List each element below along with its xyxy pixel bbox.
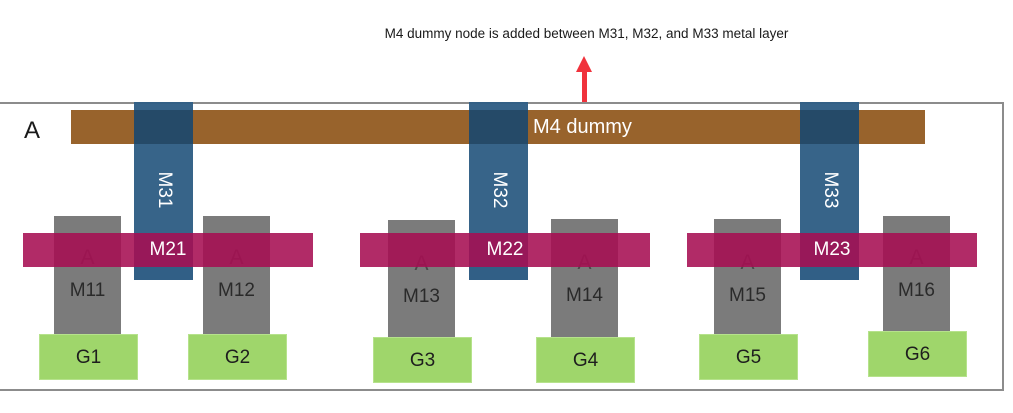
m1-label: M13 [403, 286, 440, 307]
gate-block: G3 [373, 337, 472, 383]
m1-label: M14 [566, 285, 603, 306]
annotation-text: M4 dummy node is added between M31, M32,… [384, 26, 789, 41]
m1-label: M15 [729, 285, 766, 306]
gate-block: G2 [188, 334, 287, 380]
m3-bar-end [134, 267, 193, 280]
gate-label: G1 [75, 347, 102, 368]
gate-label: G4 [572, 350, 599, 371]
m1-label: M12 [218, 280, 255, 301]
m3-bar-end [469, 267, 528, 280]
gate-label: G5 [735, 347, 762, 368]
gate-block: G4 [536, 337, 635, 383]
m1-label: M16 [898, 280, 935, 301]
arrow-up-icon [576, 56, 592, 72]
m3-m4-overlap [134, 110, 193, 144]
m2-bar: M21 [23, 233, 313, 267]
m2-bar: M22 [360, 233, 650, 267]
m2-label: M23 [813, 239, 851, 260]
gate-label: G6 [904, 344, 931, 365]
m3-label: M32 [488, 171, 510, 209]
gate-block: G6 [868, 331, 967, 377]
container-label: A [24, 117, 41, 144]
gate-block: G1 [39, 334, 138, 380]
m1-label: M11 [69, 280, 106, 301]
m3-bar-end [800, 267, 859, 280]
m2-bar: M23 [687, 233, 977, 267]
m4-dummy-label: M4 dummy [533, 116, 632, 138]
m2-label: M21 [149, 239, 187, 260]
gate-block: G5 [699, 334, 798, 380]
m3-m4-overlap [469, 110, 528, 144]
gate-label: G2 [224, 347, 251, 368]
m3-m4-overlap [800, 110, 859, 144]
m3-label: M33 [819, 171, 841, 209]
arrow-shaft [582, 70, 587, 105]
m3-label: M31 [153, 171, 175, 209]
m2-label: M22 [486, 239, 524, 260]
gate-label: G3 [409, 350, 436, 371]
